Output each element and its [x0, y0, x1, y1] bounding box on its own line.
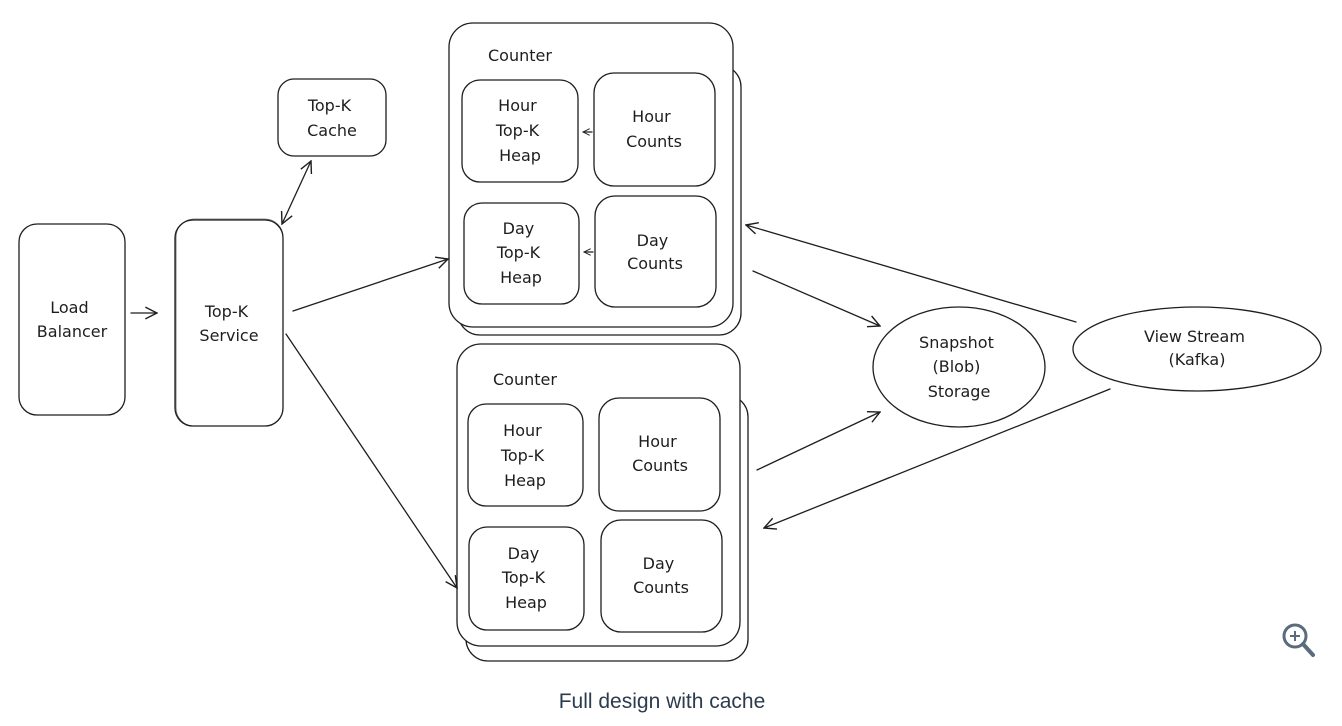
load-balancer-node: Load Balancer	[18, 223, 126, 416]
svg-text:Hour Counts: Hour Counts	[632, 432, 688, 475]
arrow-stream-to-counter-1	[746, 225, 1077, 323]
topk-service-label: Top-K Service	[199, 302, 258, 345]
view-stream-node: View Stream (Kafka)	[1072, 306, 1322, 392]
topk-service-node: Top-K Service	[174, 218, 284, 427]
topk-cache-label: Top-K Cache	[307, 96, 357, 140]
arrow-service-to-counter-2	[285, 333, 457, 588]
arrow-counter-2-to-snapshot	[756, 412, 880, 471]
snapshot-storage-node: Snapshot (Blob) Storage	[872, 306, 1046, 428]
counter-node-2: Counter Hour Top-K Heap Hour Counts Day …	[456, 343, 749, 662]
svg-text:Hour Top-K Heap: Hour Top-K Heap	[495, 96, 544, 165]
arrow-stream-to-counter-2	[764, 388, 1111, 528]
counter-1-day-heap	[463, 202, 580, 305]
arrow-service-cache	[282, 161, 311, 224]
counter-2-hour-counts	[598, 397, 721, 512]
svg-text:Hour Top-K Heap: Hour Top-K Heap	[500, 421, 549, 490]
counter-1-day-counts	[594, 195, 717, 308]
counter-2-day-counts	[600, 519, 723, 633]
counter-node-1: Counter Hour Top-K Heap Hour Counts Day …	[448, 22, 742, 336]
arrow-counter-1-to-snapshot	[752, 270, 880, 326]
svg-text:Hour Counts: Hour Counts	[626, 107, 682, 151]
load-balancer-label: Load Balancer	[37, 298, 108, 341]
counter-2-hour-heap	[467, 403, 584, 507]
counter-2-title: Counter	[493, 370, 557, 389]
counter-1-title: Counter	[488, 46, 552, 65]
zoom-in-icon	[1282, 623, 1315, 657]
zoom-in-button[interactable]	[1278, 620, 1318, 660]
svg-text:Day Counts: Day Counts	[633, 554, 689, 597]
counter-2-day-heap	[468, 526, 585, 631]
topk-cache-node: Top-K Cache	[277, 78, 387, 157]
view-stream-label: View Stream (Kafka)	[1144, 327, 1250, 369]
counter-1-hour-heap	[461, 79, 579, 183]
svg-text:Day Top-K Heap: Day Top-K Heap	[501, 544, 550, 612]
svg-text:Day Counts: Day Counts	[627, 231, 683, 273]
arrow-service-to-counter-1	[292, 259, 448, 312]
svg-text:Day Top-K Heap: Day Top-K Heap	[496, 219, 545, 287]
counter-1-hour-counts	[593, 72, 716, 187]
snapshot-storage-label: Snapshot (Blob) Storage	[919, 333, 999, 401]
figure-caption: Full design with cache	[558, 690, 766, 713]
